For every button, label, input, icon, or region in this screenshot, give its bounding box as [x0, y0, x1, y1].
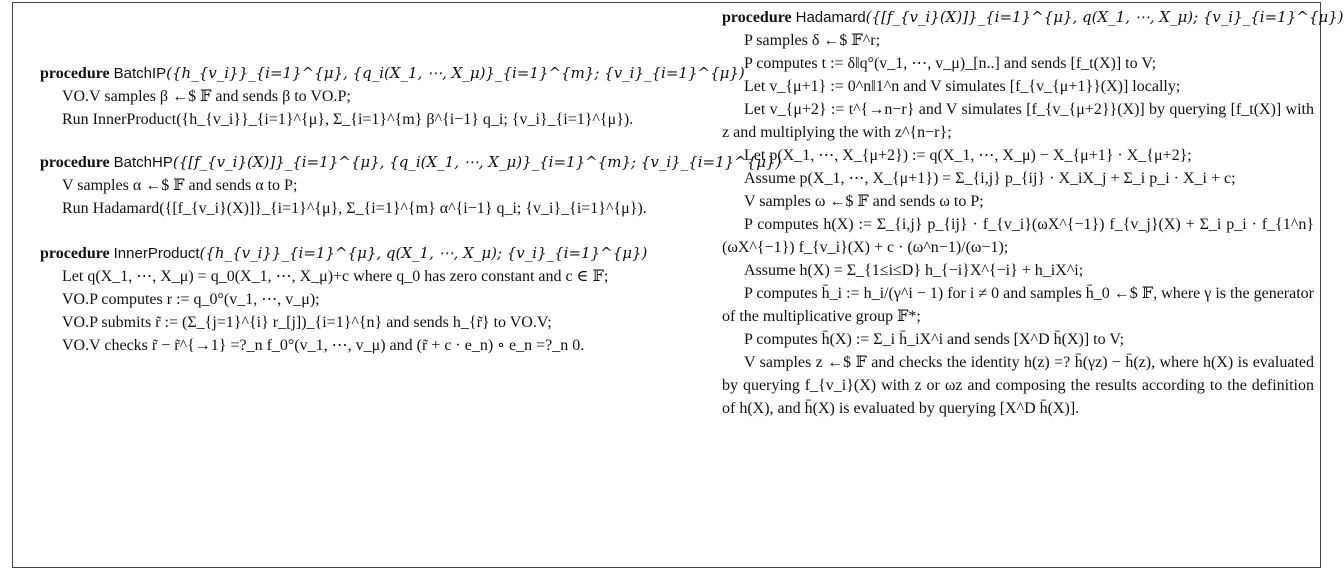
algorithm-line: VO.V checks r̃ − r̃^{→1} =?_n f_0°(v_1, …	[62, 337, 585, 354]
procedure-batchip: procedure BatchIP({h_{v_i}}_{i=1}^{μ}, {…	[40, 62, 745, 131]
algorithm-line: V samples α ←$ 𝔽 and sends α to P;	[62, 177, 298, 194]
algorithm-line: Let p(X_1, ⋯, X_{μ+2}) := q(X_1, ⋯, X_μ)…	[744, 147, 1192, 164]
procedure-name: Hadamard	[795, 9, 866, 26]
algorithm-line: VO.P computes r := q_0°(v_1, ⋯, v_μ);	[62, 291, 320, 308]
procedure-header: procedure Hadamard({[f_{v_i}(X)]}_{i=1}^…	[722, 6, 1344, 29]
algorithm-line: P samples δ ←$ 𝔽^r;	[744, 32, 881, 49]
procedure-keyword: procedure	[40, 154, 110, 171]
procedure-header: procedure BatchIP({h_{v_i}}_{i=1}^{μ}, {…	[40, 62, 745, 85]
procedure-batchhp: procedure BatchHP({[f_{v_i}(X)]}_{i=1}^{…	[40, 151, 781, 220]
algorithm-line: P computes t := δ‖q°(v_1, ⋯, v_μ)_[n..] …	[744, 55, 1157, 72]
procedure-name: InnerProduct	[113, 245, 200, 262]
procedure-innerproduct: procedure InnerProduct({h_{v_i}}_{i=1}^{…	[40, 242, 680, 357]
procedure-keyword: procedure	[40, 65, 110, 82]
procedure-args: ({h_{v_i}}_{i=1}^{μ}, {q_i(X_1, ⋯, X_μ)}…	[166, 64, 745, 82]
algorithm-line: Assume p(X_1, ⋯, X_{μ+1}) = Σ_{i,j} p_{i…	[744, 170, 1236, 187]
left-column: procedure BatchIP({h_{v_i}}_{i=1}^{μ}, {…	[40, 62, 781, 377]
procedure-keyword: procedure	[40, 245, 110, 262]
algorithm-line: P computes h(X) := Σ_{i,j} p_{ij} · f_{v…	[722, 216, 1314, 256]
algorithm-line: Let q(X_1, ⋯, X_μ) = q_0(X_1, ⋯, X_μ)+c …	[62, 268, 609, 285]
procedure-args: ({h_{v_i}}_{i=1}^{μ}, q(X_1, ⋯, X_μ); {v…	[199, 244, 648, 262]
algorithm-line: V samples ω ←$ 𝔽 and sends ω to P;	[744, 193, 984, 210]
algorithm-line: Run Hadamard({[f_{v_i}(X)]}_{i=1}^{μ}, Σ…	[62, 200, 647, 217]
algorithm-line: VO.V samples β ←$ 𝔽 and sends β to VO.P;	[62, 88, 351, 105]
procedure-keyword: procedure	[722, 9, 792, 26]
procedure-args: ({[f_{v_i}(X)]}_{i=1}^{μ}, {q_i(X_1, ⋯, …	[172, 153, 782, 171]
procedure-header: procedure BatchHP({[f_{v_i}(X)]}_{i=1}^{…	[40, 151, 781, 174]
procedure-args: ({[f_{v_i}(X)]}_{i=1}^{μ}, q(X_1, ⋯, X_μ…	[865, 8, 1344, 26]
algorithm-line: Let v_{μ+1} := 0^n‖1^n and V simulates […	[744, 78, 1181, 95]
algorithm-line: P computes h̄_i := h_i/(γ^i − 1) for i ≠…	[722, 285, 1314, 325]
procedure-name: BatchIP	[113, 65, 167, 82]
algorithm-line: Run InnerProduct({h_{v_i}}_{i=1}^{μ}, Σ_…	[62, 111, 634, 128]
algorithm-line: V samples z ←$ 𝔽 and checks the identity…	[722, 354, 1314, 417]
algorithm-frame	[12, 2, 1321, 568]
procedure-header: procedure InnerProduct({h_{v_i}}_{i=1}^{…	[40, 242, 680, 265]
procedure-hadamard: procedure Hadamard({[f_{v_i}(X)]}_{i=1}^…	[722, 6, 1344, 420]
algorithm-line: Assume h(X) = Σ_{1≤i≤D} h_{−i}X^{−i} + h…	[744, 262, 1084, 279]
algorithm-line: VO.P submits r̃ := (Σ_{j=1}^{i} r_[j])_{…	[62, 314, 552, 331]
algorithm-line: P computes h̄(X) := Σ_i h̄_iX^i and send…	[744, 331, 1125, 348]
procedure-name: BatchHP	[113, 154, 173, 171]
algorithm-line: Let v_{μ+2} := t^{→n−r} and V simulates …	[722, 101, 1314, 141]
right-column: procedure Hadamard({[f_{v_i}(X)]}_{i=1}^…	[722, 6, 1344, 440]
